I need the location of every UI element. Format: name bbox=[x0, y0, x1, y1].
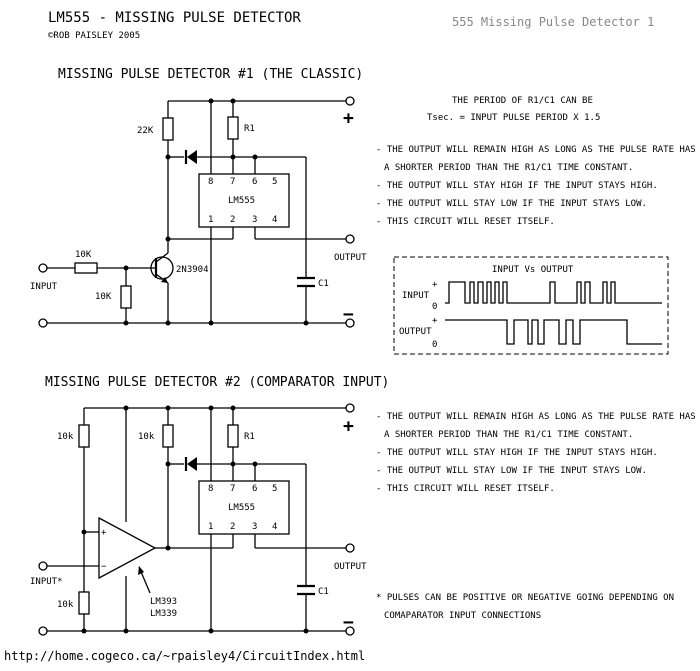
vminus-terminal bbox=[345, 318, 355, 328]
input-label: INPUT* bbox=[30, 577, 63, 587]
resistor-10k-base bbox=[120, 285, 132, 309]
copyright: ©ROB PAISLEY 2005 bbox=[48, 31, 140, 41]
chip-label: LM555 bbox=[228, 196, 255, 206]
footer-url[interactable]: http://home.cogeco.ca/~rpaisley4/Circuit… bbox=[4, 649, 365, 663]
resistor-10k-bottom-label: 10k bbox=[57, 600, 74, 610]
pin-label: 8 bbox=[208, 177, 213, 187]
timing-output-label: OUTPUT bbox=[399, 327, 432, 337]
capacitor-c1-label: C1 bbox=[318, 279, 329, 289]
circuit-2: MISSING PULSE DETECTOR #2 (COMPARATOR IN… bbox=[30, 375, 696, 636]
timing-diagram: INPUT Vs OUTPUT + INPUT 0 + OUTPUT 0 bbox=[393, 256, 669, 355]
lm555-chip bbox=[198, 480, 290, 535]
note-line: A SHORTER PERIOD THAN THE R1/C1 TIME CON… bbox=[384, 163, 633, 173]
diode-icon bbox=[187, 150, 197, 164]
footnote-line: * PULSES CAN BE POSITIVE OR NEGATIVE GOI… bbox=[376, 593, 674, 603]
pin-label: 4 bbox=[272, 215, 277, 225]
circuit-2-heading: MISSING PULSE DETECTOR #2 (COMPARATOR IN… bbox=[45, 375, 389, 390]
note-line: - THE OUTPUT WILL STAY HIGH IF THE INPUT… bbox=[376, 448, 658, 458]
circuit-1: MISSING PULSE DETECTOR #1 (THE CLASSIC) … bbox=[30, 67, 696, 328]
resistor-r1 bbox=[227, 116, 239, 140]
comparator-part: LM393 bbox=[150, 597, 177, 607]
output-terminal[interactable] bbox=[345, 543, 355, 553]
input-terminal[interactable] bbox=[38, 263, 48, 273]
note-line: - THE OUTPUT WILL REMAIN HIGH AS LONG AS… bbox=[376, 412, 696, 422]
plus-sign: + bbox=[343, 416, 354, 437]
timing-input-label: INPUT bbox=[402, 291, 430, 301]
note-line: - THE OUTPUT WILL REMAIN HIGH AS LONG AS… bbox=[376, 145, 696, 155]
ground-terminal bbox=[38, 626, 48, 636]
resistor-10k-pullup-label: 10k bbox=[138, 432, 155, 442]
output-terminal[interactable] bbox=[345, 234, 355, 244]
circuit-1-heading: MISSING PULSE DETECTOR #1 (THE CLASSIC) bbox=[58, 67, 363, 82]
input-label: INPUT bbox=[30, 282, 58, 292]
timing-plus-2: + bbox=[432, 316, 438, 326]
minus-sign: − bbox=[343, 304, 354, 325]
comparator-icon bbox=[98, 516, 157, 580]
pin-label: 3 bbox=[252, 522, 257, 532]
period-title: THE PERIOD OF R1/C1 CAN BE bbox=[452, 96, 593, 106]
page-title: LM555 - MISSING PULSE DETECTOR bbox=[48, 10, 301, 26]
comparator-part: LM339 bbox=[150, 609, 177, 619]
note-line: - THE OUTPUT WILL STAY LOW IF THE INPUT … bbox=[376, 466, 647, 476]
timing-box bbox=[393, 256, 669, 355]
capacitor-c1-label: C1 bbox=[318, 587, 329, 597]
diode-icon bbox=[187, 457, 197, 471]
resistor-22k bbox=[162, 117, 174, 141]
timing-plus: + bbox=[432, 280, 438, 290]
note-line: - THIS CIRCUIT WILL RESET ITSELF. bbox=[376, 217, 555, 227]
timing-title: INPUT Vs OUTPUT bbox=[492, 265, 574, 275]
output-label: OUTPUT bbox=[334, 562, 367, 572]
resistor-r1-label: R1 bbox=[244, 124, 255, 134]
output-waveform bbox=[445, 319, 662, 345]
comparator-minus: − bbox=[101, 562, 107, 572]
note-line: A SHORTER PERIOD THAN THE R1/C1 TIME CON… bbox=[384, 430, 633, 440]
resistor-10k-top bbox=[78, 424, 90, 448]
pin-label: 7 bbox=[230, 177, 235, 187]
pin-label: 7 bbox=[230, 484, 235, 494]
corner-label: 555 Missing Pulse Detector 1 bbox=[452, 15, 654, 29]
resistor-10k-base-label: 10K bbox=[95, 292, 112, 302]
resistor-22k-label: 22K bbox=[137, 126, 154, 136]
pin-label: 6 bbox=[252, 484, 257, 494]
pin-label: 6 bbox=[252, 177, 257, 187]
resistor-r1-label: R1 bbox=[244, 432, 255, 442]
minus-sign: − bbox=[343, 612, 354, 633]
lm555-chip bbox=[198, 173, 290, 228]
ground-terminal bbox=[38, 318, 48, 328]
plus-sign: + bbox=[343, 108, 354, 129]
pin-label: 5 bbox=[272, 484, 277, 494]
pin-label: 8 bbox=[208, 484, 213, 494]
junction bbox=[252, 154, 258, 160]
comparator-plus: + bbox=[101, 528, 107, 538]
resistor-10k-input-label: 10K bbox=[75, 250, 92, 260]
output-label: OUTPUT bbox=[334, 253, 367, 263]
pin-label: 1 bbox=[208, 522, 213, 532]
period-formula: Tsec. = INPUT PULSE PERIOD X 1.5 bbox=[427, 113, 600, 123]
chip-label: LM555 bbox=[228, 503, 255, 513]
pin-label: 2 bbox=[230, 522, 235, 532]
vplus-terminal bbox=[345, 96, 355, 106]
pin-label: 2 bbox=[230, 215, 235, 225]
pin-label: 3 bbox=[252, 215, 257, 225]
resistor-10k-top-label: 10k bbox=[57, 432, 74, 442]
note-line: - THIS CIRCUIT WILL RESET ITSELF. bbox=[376, 484, 555, 494]
note-line: - THE OUTPUT WILL STAY LOW IF THE INPUT … bbox=[376, 199, 647, 209]
timing-zero-2: 0 bbox=[432, 340, 437, 350]
resistor-10k-input bbox=[74, 262, 98, 274]
footnote-line: COMAPARATOR INPUT CONNECTIONS bbox=[384, 611, 541, 621]
resistor-10k-pullup bbox=[162, 424, 174, 448]
transistor-label: 2N3904 bbox=[176, 265, 209, 275]
vplus-terminal bbox=[345, 403, 355, 413]
pin-label: 5 bbox=[272, 177, 277, 187]
input-terminal[interactable] bbox=[38, 561, 48, 571]
note-line: - THE OUTPUT WILL STAY HIGH IF THE INPUT… bbox=[376, 181, 658, 191]
resistor-10k-bottom bbox=[78, 591, 90, 615]
pin-label: 1 bbox=[208, 215, 213, 225]
input-waveform bbox=[445, 281, 662, 304]
pin-label: 4 bbox=[272, 522, 277, 532]
vminus-terminal bbox=[345, 626, 355, 636]
resistor-r1 bbox=[227, 424, 239, 448]
timing-zero: 0 bbox=[432, 302, 437, 312]
